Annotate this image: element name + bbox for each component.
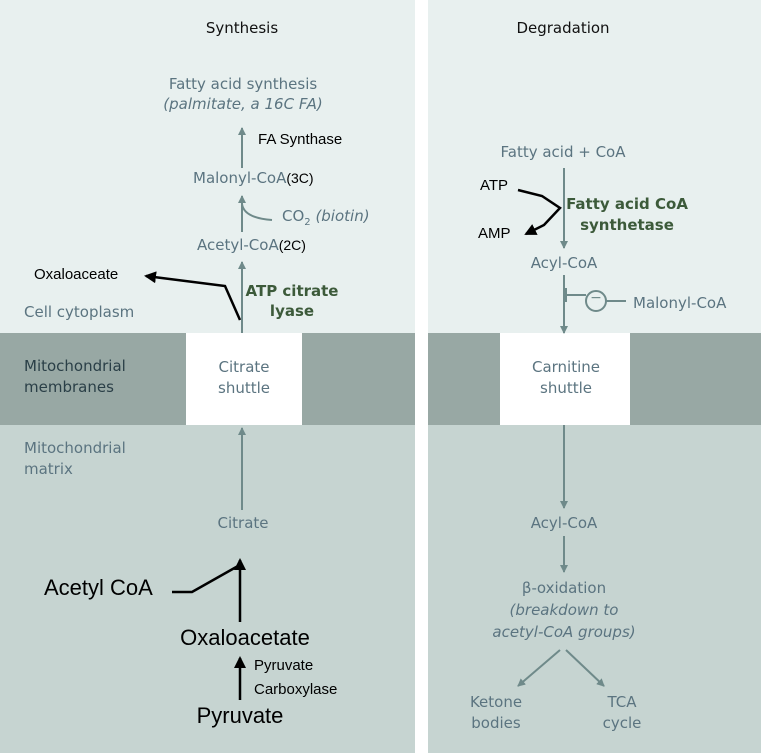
degradation-panel (428, 0, 761, 753)
synthesis-heading: Synthesis (205, 19, 279, 37)
malonyl-carbon-count: (3C) (286, 170, 314, 186)
fa-coa-synthetase-line2: synthetase (580, 216, 674, 234)
acetyl-coa-big-label: Acetyl CoA (44, 575, 153, 600)
carnitine-shuttle-line1: Carnitine (531, 358, 601, 376)
matrix-region (0, 425, 415, 753)
mito-membranes-line2: membranes (24, 378, 114, 396)
cell-cytoplasm-label: Cell cytoplasm (24, 303, 135, 321)
mito-matrix-line1: Mitochondrial (24, 439, 126, 457)
arrow-to-oxaloacetate (144, 271, 242, 321)
ketone-bodies-line1: Ketone (469, 693, 523, 711)
mito-membranes-line1: Mitochondrial (24, 357, 126, 375)
beta-oxidation-label: β-oxidation (521, 579, 607, 597)
tca-cycle-line2: cycle (602, 714, 642, 732)
tca-cycle-line1: TCA (607, 693, 637, 711)
fa-coa-synthetase-line1: Fatty acid CoA (566, 195, 688, 213)
arrow-to-ketone-bodies (517, 649, 561, 687)
degradation-heading: Degradation (516, 19, 610, 37)
acetyl-carbon-count: (2C) (278, 237, 306, 253)
carnitine-shuttle-box (500, 333, 630, 425)
fa-synthase-label: FA Synthase (258, 131, 343, 148)
oxaloacetate-top-label: Oxaloaceate (34, 266, 119, 283)
fa-coa-label: Fatty acid + CoA (500, 143, 626, 161)
citrate-shuttle-line2: shuttle (218, 379, 270, 397)
mito-matrix-line2: matrix (24, 460, 73, 478)
oxaloacetate-big-label: Oxaloacetate (180, 625, 310, 650)
carnitine-shuttle-line2: shuttle (540, 379, 592, 397)
fa-synthesis-label: Fatty acid synthesis (168, 75, 318, 93)
citrate-label: Citrate (217, 514, 269, 532)
co2-label: CO2 (biotin) (282, 207, 370, 228)
co2-input-curve (241, 203, 273, 221)
synthesis-panel (0, 0, 415, 753)
palmitate-note: (palmitate, a 16C FA) (163, 95, 323, 113)
acetyl-coa-label: Acetyl-CoA(2C) (197, 236, 306, 254)
pyruvate-label: Pyruvate (196, 703, 284, 728)
atp-citrate-lyase-line2: lyase (269, 302, 315, 320)
beta-note-line1: (breakdown to (509, 601, 619, 619)
atp-label: ATP (480, 177, 509, 194)
acyl-coa-top-label: Acyl-CoA (530, 254, 598, 272)
citrate-shuttle-line1: Citrate (218, 358, 270, 376)
acyl-coa-bottom-label: Acyl-CoA (530, 514, 598, 532)
cytoplasm-region (0, 0, 415, 333)
matrix-region-right (428, 425, 761, 753)
beta-note-line2: acetyl-CoA groups) (492, 623, 636, 641)
malonyl-coa-label: Malonyl-CoA(3C) (193, 169, 314, 187)
amp-label: AMP (478, 225, 511, 242)
malonyl-coa-inhibitor-label: Malonyl-CoA (633, 294, 727, 312)
atp-citrate-lyase-line1: ATP citrate (245, 282, 339, 300)
inhibitor-symbol: − (590, 290, 602, 306)
pyruvate-carboxylase-line2: Carboxylase (254, 681, 338, 698)
citrate-shuttle-box (186, 333, 302, 425)
ketone-bodies-line2: bodies (471, 714, 521, 732)
acetyl-coa-merge-line (172, 564, 239, 594)
arrow-to-tca-cycle (565, 649, 605, 687)
atp-to-amp-arrow (517, 188, 562, 236)
pyruvate-carboxylase-line1: Pyruvate (254, 657, 314, 674)
cytoplasm-region-right (428, 0, 761, 333)
